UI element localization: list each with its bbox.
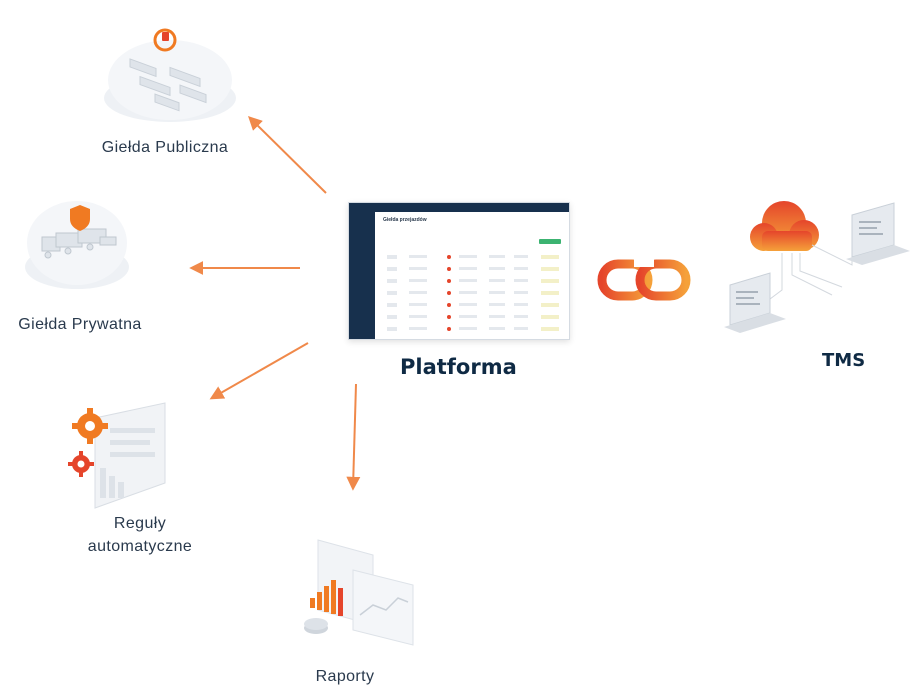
platform-button	[539, 239, 561, 244]
truck-icon	[104, 28, 236, 122]
gear-icon-small	[68, 451, 94, 477]
reguly-illustration	[65, 398, 175, 516]
platform-screen: Giełda przejazdów	[348, 202, 570, 340]
truck-icon	[41, 228, 117, 259]
shield-icon	[70, 205, 90, 231]
label-tms: TMS	[822, 350, 866, 371]
platform-rows	[387, 255, 559, 331]
gielda-publiczna-illustration	[100, 20, 240, 125]
arrow-to-gielda-publiczna	[248, 116, 327, 194]
platform-header: Giełda przejazdów	[383, 217, 427, 223]
label-raporty: Raporty	[315, 668, 375, 685]
cloud-icon	[750, 201, 819, 251]
gear-icon	[72, 408, 108, 444]
label-gielda-publiczna: Giełda Publiczna	[101, 139, 229, 156]
arrow-to-reguly	[209, 342, 309, 400]
link-icon	[597, 259, 691, 301]
gielda-prywatna-illustration	[20, 185, 135, 295]
label-platforma: Platforma	[400, 355, 517, 379]
arrow-to-raporty	[346, 383, 361, 491]
tms-illustration	[722, 195, 922, 345]
label-reguly-line2: automatyczne	[87, 538, 193, 555]
laptop-icon-left	[724, 272, 786, 333]
platform-topbar	[349, 203, 569, 212]
platform-sidebar	[349, 203, 375, 339]
raporty-illustration	[298, 530, 423, 660]
label-gielda-prywatna: Giełda Prywatna	[18, 316, 142, 333]
laptop-icon	[846, 202, 910, 265]
chart-icon	[304, 539, 414, 646]
pin-icon	[153, 28, 177, 52]
label-reguly-line1: Reguły	[113, 515, 167, 532]
